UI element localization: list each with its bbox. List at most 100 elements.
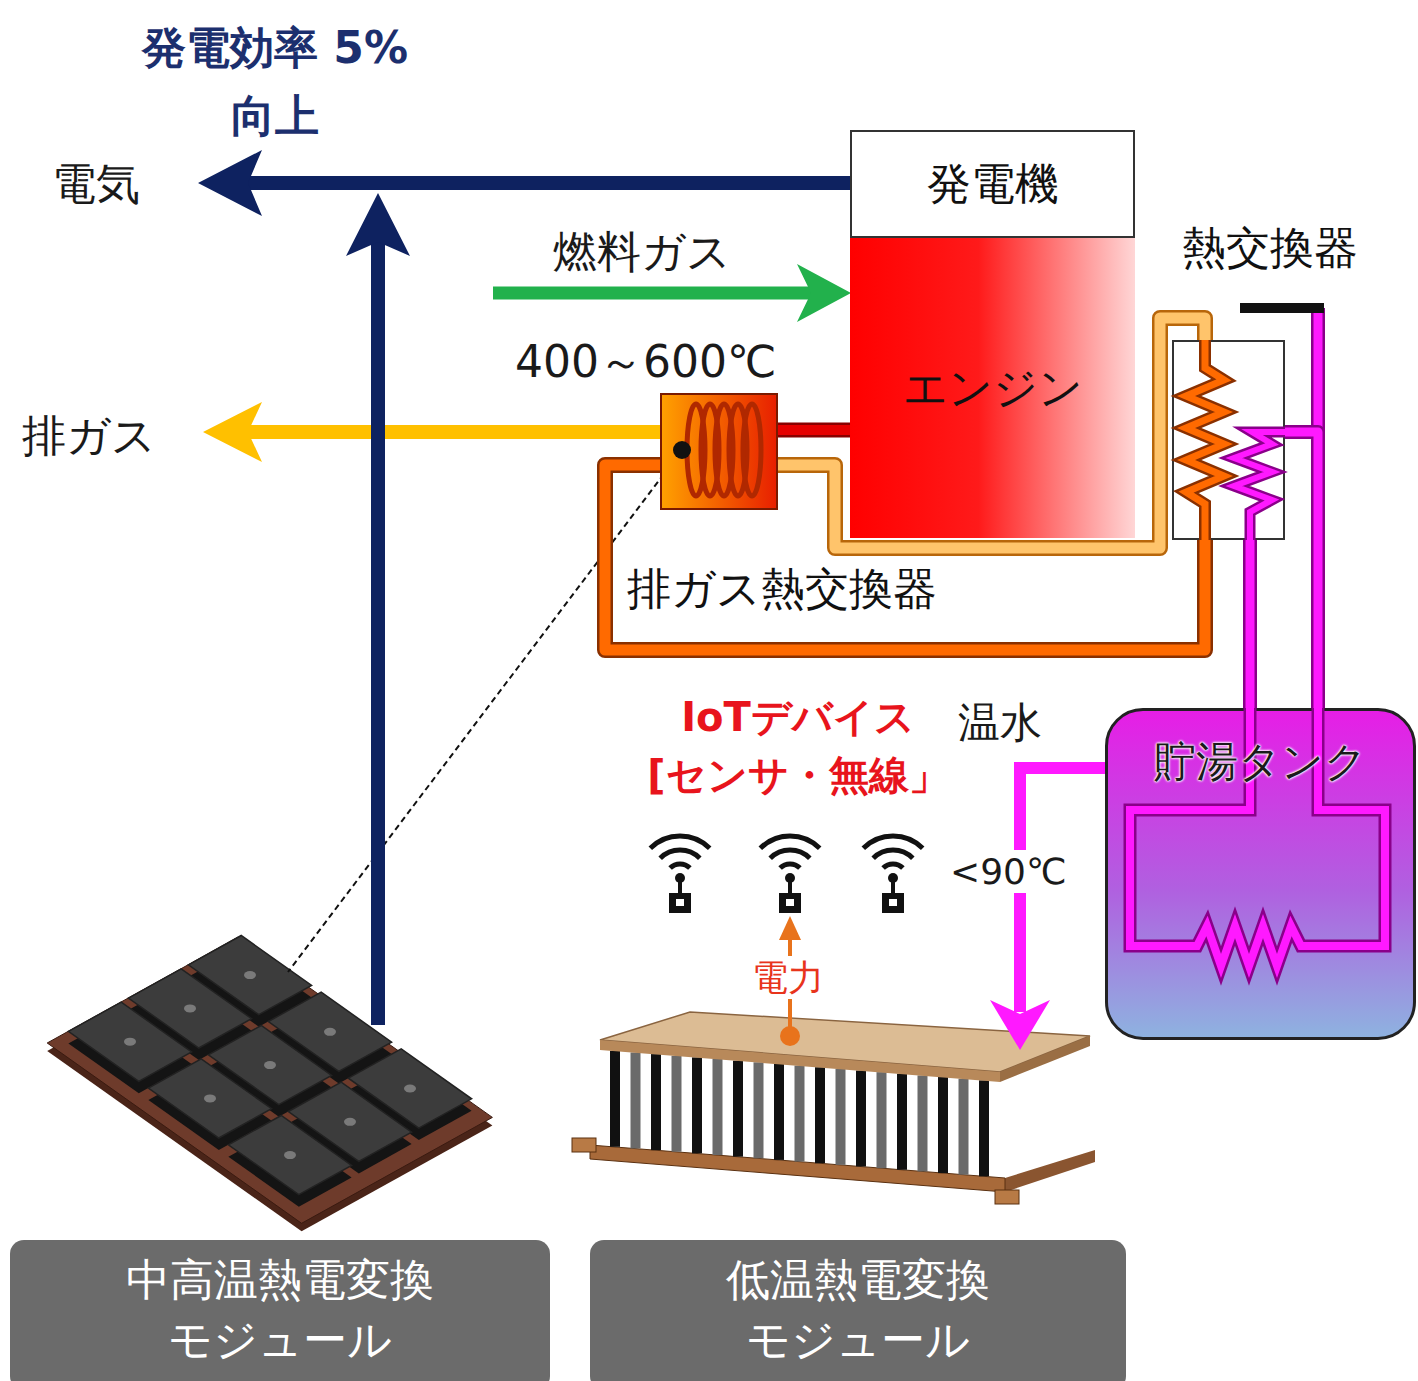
temperature-range: 400～600℃	[515, 336, 776, 389]
thermoelectric-leg	[733, 1061, 743, 1157]
hot-water-pipe	[1314, 308, 1323, 432]
pipe-core	[1285, 432, 1318, 708]
hot-water-pipe	[1250, 540, 1251, 708]
pipe-outline	[1243, 540, 1257, 708]
module-caption: 低温熱電変換 モジュール	[590, 1240, 1126, 1381]
wireless-arc	[670, 864, 690, 868]
tank-coil	[1130, 708, 1385, 966]
thermoelectric-leg	[918, 1075, 928, 1171]
tile-hole	[124, 1038, 136, 1046]
coil-outline	[1234, 432, 1285, 540]
thermoelectric-leg	[631, 1052, 641, 1148]
tile-hole	[324, 1028, 336, 1036]
sensor-device	[669, 893, 691, 913]
module-caption: 中高温熱電変換 モジュール	[10, 1240, 550, 1381]
module-top-edge	[600, 1040, 1000, 1082]
thermoelectric-leg	[713, 1059, 723, 1155]
fuel-arrow	[493, 287, 815, 300]
pipe-outline	[778, 423, 850, 438]
thermoelectric-leg	[754, 1062, 764, 1158]
node-label: 中高温熱電変換 モジュール	[70, 1250, 490, 1370]
arrow-head	[198, 150, 262, 216]
pipe-outline	[1285, 432, 1318, 708]
node-label: 熱交換器	[1182, 222, 1358, 275]
thermoelectric-leg	[897, 1074, 907, 1170]
wireless-arc	[760, 836, 819, 848]
node-label: 貯湯タンク	[1154, 737, 1367, 787]
pipe-core	[1246, 540, 1255, 708]
thermoelectric-leg	[672, 1056, 682, 1152]
node-illustration	[660, 393, 778, 510]
coil	[743, 404, 761, 496]
hot-water-pipe	[1285, 432, 1318, 708]
mid-high-temp-module-photo	[47, 936, 492, 1232]
module-top-side	[1000, 1036, 1090, 1082]
thermoelectric-leg	[795, 1066, 805, 1162]
wireless-arc	[780, 864, 800, 868]
coil-outline	[1186, 340, 1224, 540]
power-label: 電力	[748, 956, 828, 999]
thermoelectric-tile	[148, 1059, 271, 1138]
exhaust-heat-exchanger-box: 排ガス熱交換器	[660, 393, 778, 510]
node-label: 発電機	[927, 158, 1059, 211]
arrow-head	[797, 264, 851, 322]
hot-water-label: 温水	[958, 698, 1042, 748]
heat-exchanger-box: 熱交換器	[1172, 340, 1285, 540]
iot-icons	[650, 836, 922, 913]
thermoelectric-leg	[856, 1070, 866, 1166]
tile-hole	[184, 1004, 196, 1012]
tile-hole	[264, 1061, 276, 1069]
pipe-outline	[1130, 708, 1385, 966]
pipe-cap	[1240, 303, 1324, 313]
module-tab	[572, 1138, 596, 1152]
thermoelectric-leg	[651, 1054, 661, 1150]
wireless-arc	[883, 864, 903, 868]
module-tab	[995, 1190, 1019, 1204]
thermoelectric-leg	[836, 1069, 846, 1165]
module-location-dot	[673, 441, 691, 459]
thermoelectric-leg	[774, 1064, 784, 1160]
coil	[1186, 340, 1224, 540]
exhaust-arrow	[240, 425, 660, 439]
thermoelectric-leg	[959, 1079, 969, 1175]
sensor-window	[786, 899, 794, 906]
electricity-arrow	[240, 176, 850, 190]
arrow-head	[990, 1000, 1050, 1050]
node-label: 排ガス熱交換器	[627, 563, 937, 616]
wireless-arc	[863, 836, 922, 848]
arrow-head	[346, 193, 410, 256]
antenna-stem	[678, 878, 682, 894]
thermoelectric-leg	[692, 1057, 702, 1153]
output-label: 電気	[52, 158, 140, 211]
thermoelectric-leg	[938, 1077, 948, 1173]
antenna-stem	[788, 878, 792, 894]
wireless-arc	[873, 850, 913, 858]
sensor-window	[676, 899, 684, 906]
wireless-arc	[770, 850, 810, 858]
pipe-outline	[1311, 308, 1325, 432]
engine-box: エンジン	[850, 238, 1135, 538]
leader-line	[288, 450, 682, 972]
thermoelectric-tile	[68, 1002, 191, 1081]
wireless-arc	[650, 836, 709, 848]
thermoelectric-leg	[815, 1067, 825, 1163]
sensor-device	[882, 893, 904, 913]
water-temperature: <90℃	[946, 850, 1070, 893]
sensor-device	[779, 893, 801, 913]
arrow-head	[203, 402, 262, 462]
generator-box: 発電機	[850, 130, 1135, 238]
tile-hole	[404, 1085, 416, 1093]
tile-hole	[344, 1118, 356, 1126]
module-power-arrow	[371, 238, 385, 1025]
node-illustration	[1172, 340, 1285, 540]
fuel-label: 燃料ガス	[553, 226, 731, 279]
antenna-stem	[891, 878, 895, 894]
iot-device-label: IoTデバイス [センサ・無線」	[628, 688, 968, 804]
module-base-side	[1005, 1150, 1095, 1192]
arrow-head	[779, 916, 801, 940]
node-label: エンジン	[903, 362, 1083, 415]
thermoelectric-leg	[610, 1051, 620, 1147]
